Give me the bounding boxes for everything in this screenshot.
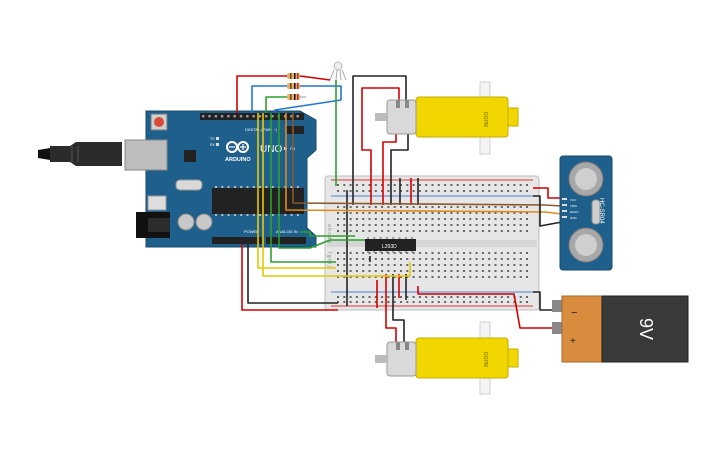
breadboard-rows-bottom: f g h i j bbox=[326, 252, 332, 267]
svg-text:ECHO: ECHO bbox=[570, 210, 579, 214]
rgb-led[interactable] bbox=[329, 61, 347, 81]
sensor-model: HC-SR04 bbox=[598, 198, 604, 224]
wire-black-motor-top bbox=[352, 75, 407, 205]
wire-red-motor-bottom bbox=[385, 274, 397, 346]
capacitor bbox=[177, 213, 195, 231]
wire-brown-sensor-echo bbox=[544, 204, 563, 207]
capacitor bbox=[195, 213, 213, 231]
wire-green-2 bbox=[278, 113, 405, 249]
svg-text:TRIG: TRIG bbox=[570, 204, 578, 208]
usb-connector bbox=[124, 139, 168, 171]
power-header bbox=[212, 237, 262, 244]
wire-black-sensor-gnd bbox=[533, 195, 563, 227]
arduino-uno-board[interactable]: ARDUINO UNO DIGITAL (PWM ~) POWER ANALOG… bbox=[38, 110, 317, 248]
rx-led-label: RX bbox=[210, 143, 216, 147]
arduino-brand: ARDUINO bbox=[225, 157, 251, 163]
wire-yellow-2 bbox=[262, 113, 411, 277]
wire-blue-led-2 bbox=[274, 85, 342, 113]
battery-9v[interactable]: − + 9V bbox=[552, 295, 689, 363]
breadboard-rows-top: a b c d e bbox=[326, 224, 332, 243]
power-rail-bottom bbox=[337, 296, 528, 303]
battery-terminal-positive bbox=[552, 322, 562, 334]
battery-plus-sign: + bbox=[570, 336, 576, 347]
breadboard-holes bbox=[337, 206, 528, 278]
power-rail-top bbox=[337, 184, 528, 192]
ultrasonic-sensor[interactable]: HC-SR04 VCC TRIG ECHO GND bbox=[559, 155, 613, 271]
wire-green-led bbox=[265, 96, 287, 113]
wire-red-motor-top-2 bbox=[382, 130, 397, 205]
svg-text:GND: GND bbox=[570, 216, 578, 220]
breadboard[interactable]: a b c d e f g h i j bbox=[324, 175, 540, 311]
analog-header bbox=[266, 237, 306, 244]
dc-motor-bottom[interactable]: DGPM bbox=[375, 321, 519, 395]
wire-red-motor-top bbox=[361, 87, 400, 205]
wire-red-led-2 bbox=[299, 75, 331, 81]
motor-bottom-label: DGPM bbox=[482, 352, 488, 367]
regulator bbox=[147, 195, 167, 211]
wire-orange-trig bbox=[285, 113, 546, 213]
battery-terminal-negative bbox=[552, 300, 562, 312]
wire-black-motor-top-2 bbox=[390, 130, 409, 205]
sensor-pins: VCC TRIG ECHO GND bbox=[562, 198, 579, 220]
l293d-ic[interactable]: L293D bbox=[365, 237, 416, 253]
power-label: POWER bbox=[244, 229, 259, 234]
wires bbox=[236, 75, 563, 346]
reset-button[interactable] bbox=[154, 117, 164, 127]
wire-red-sensor-vcc bbox=[533, 187, 562, 199]
wire-blue-led bbox=[251, 85, 287, 113]
wire-black-gnd bbox=[247, 244, 338, 304]
arduino-logo bbox=[226, 141, 249, 153]
digital-label: DIGITAL (PWM ~) bbox=[245, 127, 278, 132]
svg-text:VCC: VCC bbox=[570, 198, 577, 202]
digital-header bbox=[200, 113, 304, 120]
crystal bbox=[175, 179, 203, 191]
wire-red-battery bbox=[417, 286, 557, 329]
wire-green-3 bbox=[300, 231, 355, 237]
wire-red-5v bbox=[241, 244, 338, 311]
analog-label: ANALOG IN bbox=[276, 229, 298, 234]
usb-cable bbox=[50, 142, 122, 166]
wire-yellow-1 bbox=[257, 113, 336, 269]
l293d-label: L293D bbox=[382, 244, 397, 250]
battery-minus-sign: − bbox=[571, 307, 577, 319]
wire-black-battery bbox=[533, 291, 557, 311]
wire-black-motor-bottom bbox=[392, 274, 405, 346]
wire-red-led bbox=[236, 75, 287, 113]
dc-motor-top[interactable]: DGPM bbox=[375, 81, 519, 155]
tx-led-label: TX bbox=[210, 137, 215, 141]
motor-top-label: DGPM bbox=[482, 112, 488, 127]
usb-chip bbox=[184, 150, 196, 162]
usb-plug-end bbox=[38, 148, 50, 160]
icsp-header bbox=[286, 126, 304, 134]
wire-brown-echo bbox=[292, 113, 546, 206]
battery-voltage: 9V bbox=[636, 318, 656, 340]
wire-green-1 bbox=[270, 113, 336, 263]
wire-orange-sensor-trig bbox=[544, 211, 563, 215]
